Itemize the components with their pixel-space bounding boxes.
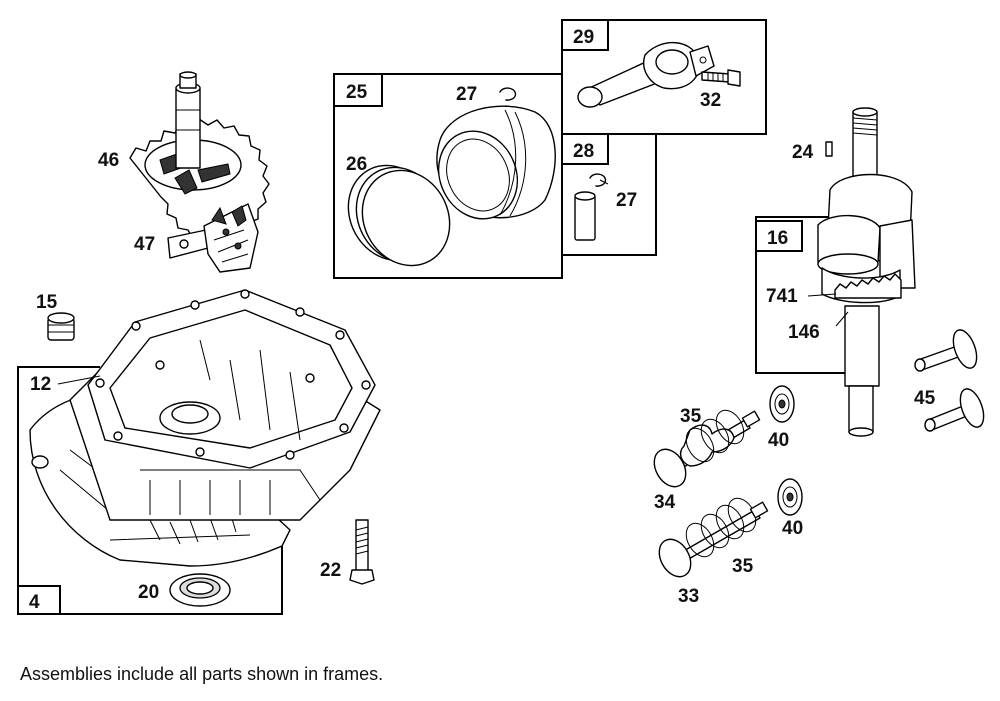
callout-47: 47 (134, 234, 155, 255)
piston-part (436, 105, 556, 220)
callout-24: 24 (792, 142, 814, 163)
callout-12: 12 (30, 374, 51, 395)
valve-tappet-part-upper (914, 329, 978, 372)
callout-15: 15 (36, 292, 58, 313)
piston-pin-clip-part-top (499, 87, 517, 101)
leader-741 (807, 293, 837, 297)
callout-741: 741 (766, 286, 798, 307)
valve-tappet-part-lower (924, 388, 985, 432)
plug-part (47, 312, 75, 341)
callout-20: 20 (138, 582, 159, 603)
frame-4: 4 (17, 366, 283, 615)
frame-16-number: 16 (767, 228, 788, 249)
frame-16: 16 (755, 216, 849, 374)
callout-40-lower: 40 (782, 518, 803, 539)
exhaust-valve-spring-part (653, 409, 761, 488)
crankshaft-key-part (825, 141, 833, 157)
callout-27-pin: 27 (616, 190, 637, 211)
frame-25-number: 25 (346, 82, 368, 103)
callout-146: 146 (788, 322, 820, 343)
assemblies-note: Assemblies include all parts shown in fr… (20, 664, 384, 684)
leader-12 (57, 375, 101, 385)
valve-retainer-part-lower (777, 478, 803, 516)
crankshaft-part (817, 107, 916, 437)
frame-29-number: 29 (573, 27, 594, 48)
sump-housing-part (29, 289, 381, 567)
callout-45: 45 (914, 388, 936, 409)
callout-35-upper: 35 (680, 406, 702, 427)
leader-146 (835, 311, 849, 327)
intake-valve-spring-part (658, 497, 769, 578)
callout-32: 32 (700, 90, 721, 111)
callout-33: 33 (678, 586, 699, 607)
rod-bolt-part (701, 69, 741, 87)
piston-pin-part (574, 191, 596, 241)
callout-22: 22 (320, 560, 341, 581)
callout-26: 26 (346, 154, 367, 175)
frame-28-number: 28 (573, 141, 594, 162)
governor-part (167, 203, 259, 273)
sump-bolt-part (349, 519, 375, 585)
piston-rings-part (347, 164, 451, 267)
frame-28: 28 (561, 133, 657, 256)
callout-34: 34 (654, 492, 676, 513)
connecting-rod-part (577, 41, 715, 108)
leader-27b (599, 179, 609, 185)
frame-4-number: 4 (29, 592, 40, 613)
callout-35-lower: 35 (732, 556, 754, 577)
piston-pin-clip-part (589, 173, 607, 187)
callout-40-upper: 40 (768, 430, 789, 451)
callout-27-piston: 27 (456, 84, 477, 105)
valve-retainer-part-upper (769, 385, 795, 423)
oil-seal-part (169, 573, 231, 607)
callout-46: 46 (98, 150, 119, 171)
frame-29: 29 (561, 19, 767, 135)
